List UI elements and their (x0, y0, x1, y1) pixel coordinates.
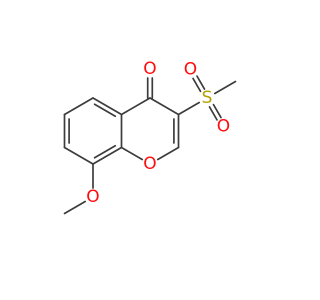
bond-c5-c6 (63, 97, 94, 116)
bond-c8-c8a (92, 146, 123, 165)
bond-s-ch3 (213, 80, 237, 95)
bond-c4a-c4 (120, 97, 151, 116)
bond-c8-c8a-inner (93, 144, 117, 159)
bond-s-o-top-a (196, 75, 206, 90)
bond-o-ch3-methoxy (63, 200, 87, 215)
bond-c4a-c5 (92, 97, 123, 116)
bond-c4a-c5-inner (93, 103, 117, 118)
bond-c3-s (177, 101, 201, 116)
carbonyl-oxygen-label: O (143, 59, 156, 79)
bond-o1-c8a (120, 146, 144, 161)
bond-s-o-bottom-a (208, 106, 218, 121)
bond-s-o-bottom-b (212, 103, 222, 119)
sulfonyl-oxygen-bottom-label: O (217, 117, 230, 137)
bond-c7-c8 (63, 146, 94, 165)
methoxy-oxygen-label: O (86, 187, 99, 207)
bond-s-o-top-b (192, 77, 202, 93)
ring-oxygen-label: O (143, 154, 156, 174)
sulfur-label: S (202, 88, 213, 108)
bond-c4-c3 (149, 97, 180, 116)
bond-c2-o1 (156, 146, 180, 161)
sulfonyl-oxygen-top-label: O (184, 60, 197, 80)
bonds-layer (63, 75, 237, 215)
